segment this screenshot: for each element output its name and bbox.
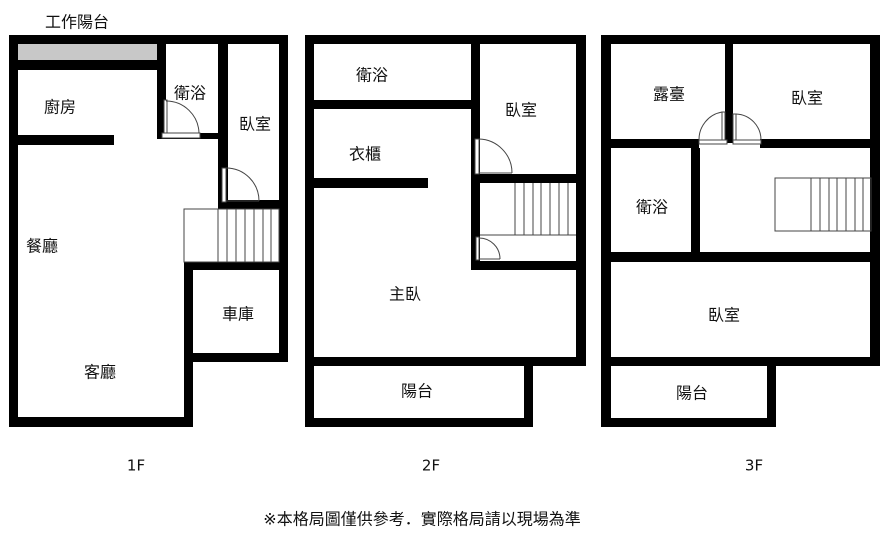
wall (184, 262, 193, 427)
room-label-bathroom: 衛浴 (636, 198, 668, 217)
wall (601, 357, 880, 366)
wall (184, 262, 288, 270)
wall (524, 357, 533, 427)
door-bedroom-2f (474, 138, 513, 175)
room-label-bedroom: 臥室 (505, 101, 537, 120)
room-label-bedroom-main: 臥室 (708, 306, 740, 325)
floor-plan-3f: 露臺 臥室 衛浴 臥室 陽台 3F (601, 35, 880, 475)
door-bedroom-1f (221, 167, 260, 203)
wall (9, 35, 288, 44)
door-terrace-3f (698, 111, 728, 145)
work-balcony-area (18, 44, 157, 60)
wall (601, 35, 880, 44)
door-stair-closet-2f (475, 236, 501, 261)
wall (218, 200, 288, 209)
wall (725, 35, 733, 143)
wall (184, 353, 288, 362)
room-label-bedroom: 臥室 (239, 115, 271, 134)
wall (9, 135, 114, 145)
room-label-living: 客廳 (84, 363, 116, 382)
wall (611, 139, 699, 148)
room-label-bedroom: 臥室 (791, 89, 823, 108)
wall (9, 35, 18, 427)
room-label-closet: 衣櫃 (349, 145, 381, 164)
wall (576, 35, 586, 366)
floor-plan-1f: 工作陽台 廚房 衛浴 臥室 餐廳 車庫 客廳 1F (9, 13, 288, 475)
room-label-bathroom: 衛浴 (174, 84, 206, 103)
wall (611, 252, 870, 262)
wall (305, 35, 314, 427)
wall (305, 35, 586, 44)
wall (760, 139, 870, 148)
wall (9, 417, 193, 427)
floor-label-3f: 3F (745, 457, 763, 475)
wall (9, 60, 166, 70)
wall (157, 35, 166, 139)
room-label-terrace: 露臺 (653, 85, 685, 104)
floor-plan-2f: 衛浴 臥室 衣櫃 主臥 陽台 2F (305, 35, 586, 475)
door-bathroom-1f (161, 99, 201, 139)
wall (601, 418, 776, 427)
staircase (774, 177, 872, 232)
room-label-master-bedroom: 主臥 (389, 285, 421, 304)
disclaimer-note: ※本格局圖僅供參考．實際格局請以現場為準 (263, 510, 580, 529)
staircase (183, 208, 280, 263)
room-label-garage: 車庫 (222, 305, 254, 324)
wall (471, 261, 586, 270)
room-label-dining: 餐廳 (26, 237, 58, 256)
wall (601, 35, 611, 427)
room-label-bathroom: 衛浴 (356, 66, 388, 85)
floor-label-2f: 2F (422, 457, 440, 475)
wall (691, 148, 700, 253)
wall (480, 174, 576, 183)
floor-label-1f: 1F (127, 457, 145, 475)
wall (305, 357, 586, 366)
wall (305, 418, 533, 427)
room-label-kitchen: 廚房 (44, 98, 76, 117)
room-label-balcony: 陽台 (401, 382, 433, 401)
room-label-work-balcony: 工作陽台 (45, 13, 109, 32)
wall (218, 35, 228, 207)
wall (314, 178, 428, 188)
wall (314, 100, 480, 109)
room-label-balcony: 陽台 (676, 384, 708, 403)
staircase (480, 183, 576, 236)
wall (870, 35, 880, 366)
wall (279, 35, 288, 362)
wall (767, 357, 776, 427)
door-bedroom-3f (732, 113, 762, 145)
